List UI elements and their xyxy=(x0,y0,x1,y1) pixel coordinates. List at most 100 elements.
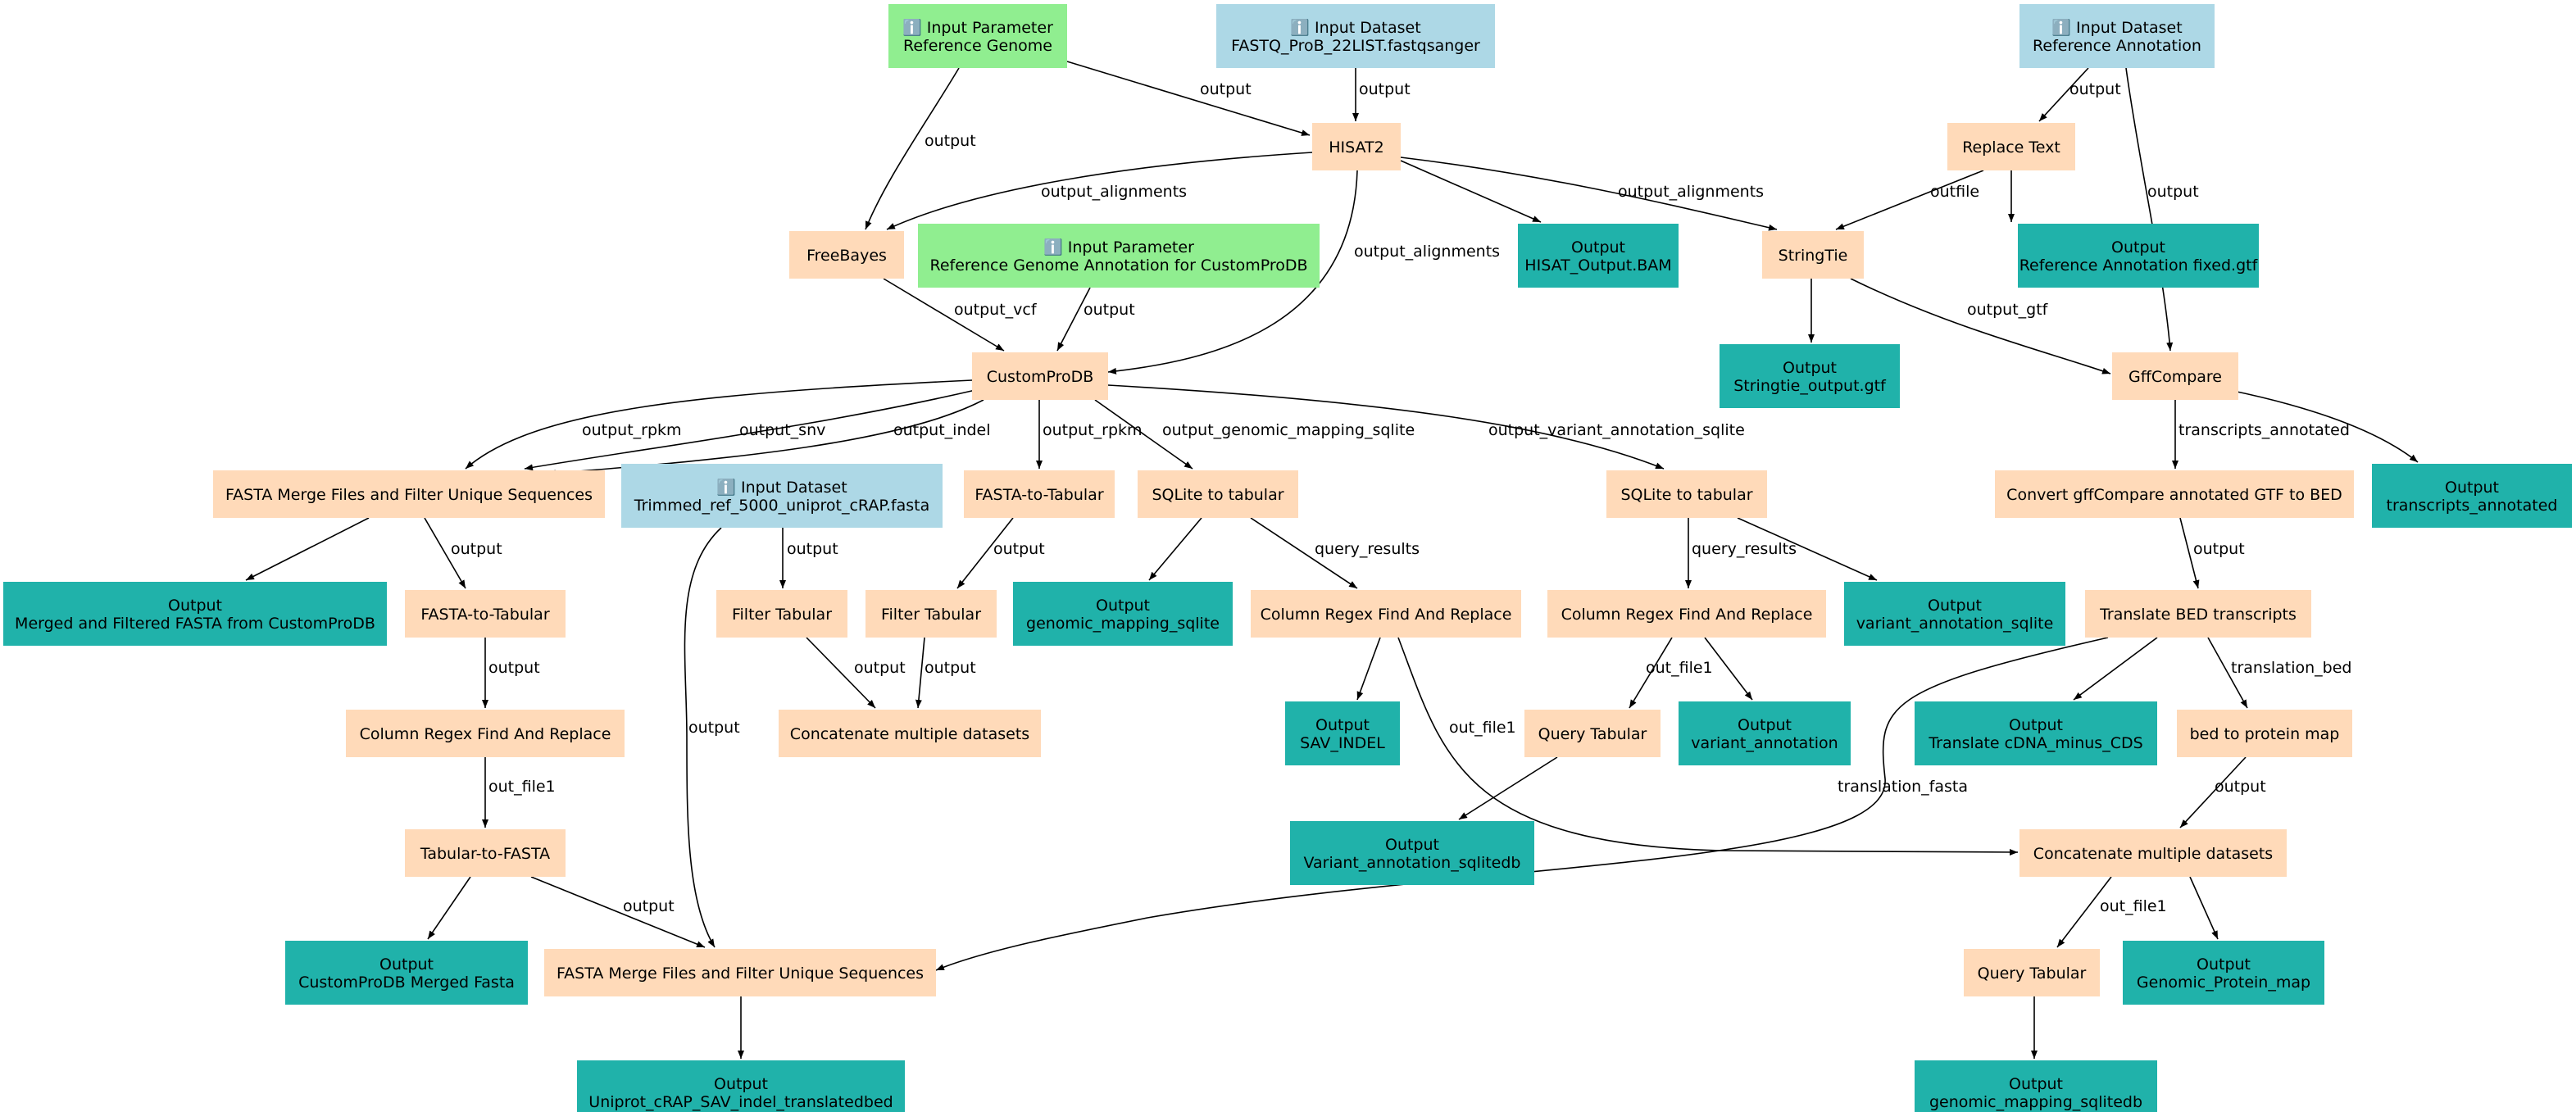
node-box xyxy=(405,590,566,638)
node-name-label: Concatenate multiple datasets xyxy=(2033,845,2273,863)
node-box xyxy=(1947,123,2075,170)
edge-n_sqlite1-to-o_genmapsqlite xyxy=(1148,517,1202,581)
edge-label: output xyxy=(688,719,740,737)
node-n-customprodb[interactable]: CustomProDB xyxy=(972,352,1108,400)
node-box xyxy=(1518,224,1679,288)
node-type-label: Output xyxy=(2009,716,2063,734)
edge-n_fastamerge1-to-o_mergedfasta xyxy=(245,517,370,581)
node-n-sqlite1[interactable]: SQLite to tabular xyxy=(1138,470,1298,518)
node-name-label: Translate BED transcripts xyxy=(2099,606,2297,624)
edge-n_querytab1-to-o_varannsqlitedb xyxy=(1458,756,1558,820)
node-n-colregex3[interactable]: Column Regex Find And Replace xyxy=(346,710,625,757)
node-n-fastq[interactable]: ℹ️ Input DatasetFASTQ_ProB_22LIST.fastqs… xyxy=(1216,4,1495,68)
node-box xyxy=(1995,470,2354,518)
node-n-fasta2tab2[interactable]: FASTA-to-Tabular xyxy=(405,590,566,638)
node-n-colregex2[interactable]: Column Regex Find And Replace xyxy=(1547,590,1826,638)
edge-label: output xyxy=(1359,80,1411,98)
edge-line xyxy=(883,278,1005,352)
node-n-freebayes[interactable]: FreeBayes xyxy=(789,231,904,279)
node-n-colregex1[interactable]: Column Regex Find And Replace xyxy=(1251,590,1521,638)
node-box xyxy=(888,4,1067,68)
node-type-label: Output xyxy=(2445,479,2499,497)
node-n-querytab2[interactable]: Query Tabular xyxy=(1964,949,2100,996)
edge-label: out_file1 xyxy=(1449,719,1516,737)
edge-line xyxy=(2179,517,2200,589)
node-name-label: Replace Text xyxy=(1962,138,2060,157)
edge-n_fastamerge1-to-n_fasta2tab2: output xyxy=(424,517,502,589)
node-type-label: Output xyxy=(1385,836,1439,854)
node-n-querytab1[interactable]: Query Tabular xyxy=(1524,710,1661,757)
edge-n_translatebed-to-n_bed2prot: translation_bed xyxy=(2207,637,2351,709)
node-n-sqlite2[interactable]: SQLite to tabular xyxy=(1606,470,1767,518)
node-box xyxy=(1679,701,1851,765)
edge-n_customprodb-to-n_fastamerge1: output_snv xyxy=(524,389,976,471)
edge-label: output xyxy=(854,659,906,677)
edge-label: outfile xyxy=(1930,183,1979,201)
node-box xyxy=(1285,701,1400,765)
edge-n_filtertab2-to-n_concat1: output xyxy=(915,637,976,709)
edge-line xyxy=(1704,637,1753,701)
edge-label: output xyxy=(993,540,1045,558)
node-name-label: Uniprot_cRAP_SAV_indel_translatedbed xyxy=(588,1093,893,1111)
node-n-fastamerge2[interactable]: FASTA Merge Files and Filter Unique Sequ… xyxy=(544,949,936,996)
node-n-stringtie[interactable]: StringTie xyxy=(1762,231,1864,279)
edge-n_gffcompare-to-o_transann xyxy=(2228,389,2419,463)
node-o-uniprot[interactable]: OutputUniprot_cRAP_SAV_indel_translatedb… xyxy=(577,1060,905,1112)
edge-label: output xyxy=(925,132,976,150)
node-n-gffcompare[interactable]: GffCompare xyxy=(2112,352,2238,400)
node-box xyxy=(964,470,1115,518)
edge-n_refgen-to-n_hisat2: output xyxy=(1066,61,1311,136)
edge-n_filtertab1-to-n_concat1: output xyxy=(806,637,906,709)
node-n-bed2prot[interactable]: bed to protein map xyxy=(2177,710,2352,757)
edge-label: query_results xyxy=(1315,540,1420,558)
node-n-fastamerge1[interactable]: FASTA Merge Files and Filter Unique Sequ… xyxy=(213,470,605,518)
node-type-label: Output xyxy=(2009,1075,2063,1093)
edge-n_trimmed-to-n_fastamerge2: output xyxy=(684,527,740,948)
node-n-concat2[interactable]: Concatenate multiple datasets xyxy=(2019,829,2287,877)
edge-line xyxy=(2056,876,2112,948)
node-name-label: Filter Tabular xyxy=(881,606,981,624)
node-n-hisat2[interactable]: HISAT2 xyxy=(1312,123,1401,170)
node-n-translatebed[interactable]: Translate BED transcripts xyxy=(2085,590,2311,638)
node-box xyxy=(1251,590,1521,638)
edge-n_fastq-to-n_hisat2: output xyxy=(1352,68,1411,121)
node-n-fasta2tab1[interactable]: FASTA-to-Tabular xyxy=(964,470,1115,518)
node-box xyxy=(865,590,997,638)
node-n-tab2fasta[interactable]: Tabular-to-FASTA xyxy=(405,829,566,877)
node-box xyxy=(716,590,847,638)
edge-label: out_file1 xyxy=(488,778,556,796)
node-n-concat1[interactable]: Concatenate multiple datasets xyxy=(779,710,1041,757)
node-n-convertgff[interactable]: Convert gffCompare annotated GTF to BED xyxy=(1995,470,2354,518)
node-name-label: Merged and Filtered FASTA from CustomPro… xyxy=(15,615,375,633)
node-n-trimmed[interactable]: ℹ️ Input DatasetTrimmed_ref_5000_uniprot… xyxy=(621,464,943,528)
edge-label: output xyxy=(2147,183,2199,201)
node-box xyxy=(2019,829,2287,877)
edge-line xyxy=(1400,157,1778,231)
node-name-label: Convert gffCompare annotated GTF to BED xyxy=(2006,486,2342,504)
node-n-filtertab1[interactable]: Filter Tabular xyxy=(716,590,847,638)
node-n-filtertab2[interactable]: Filter Tabular xyxy=(865,590,997,638)
node-name-label: Translate cDNA_minus_CDS xyxy=(1928,734,2142,752)
edge-line xyxy=(806,637,876,709)
node-box xyxy=(2112,352,2238,400)
node-type-label: Output xyxy=(1928,597,1982,615)
node-n-replace[interactable]: Replace Text xyxy=(1947,123,2075,170)
